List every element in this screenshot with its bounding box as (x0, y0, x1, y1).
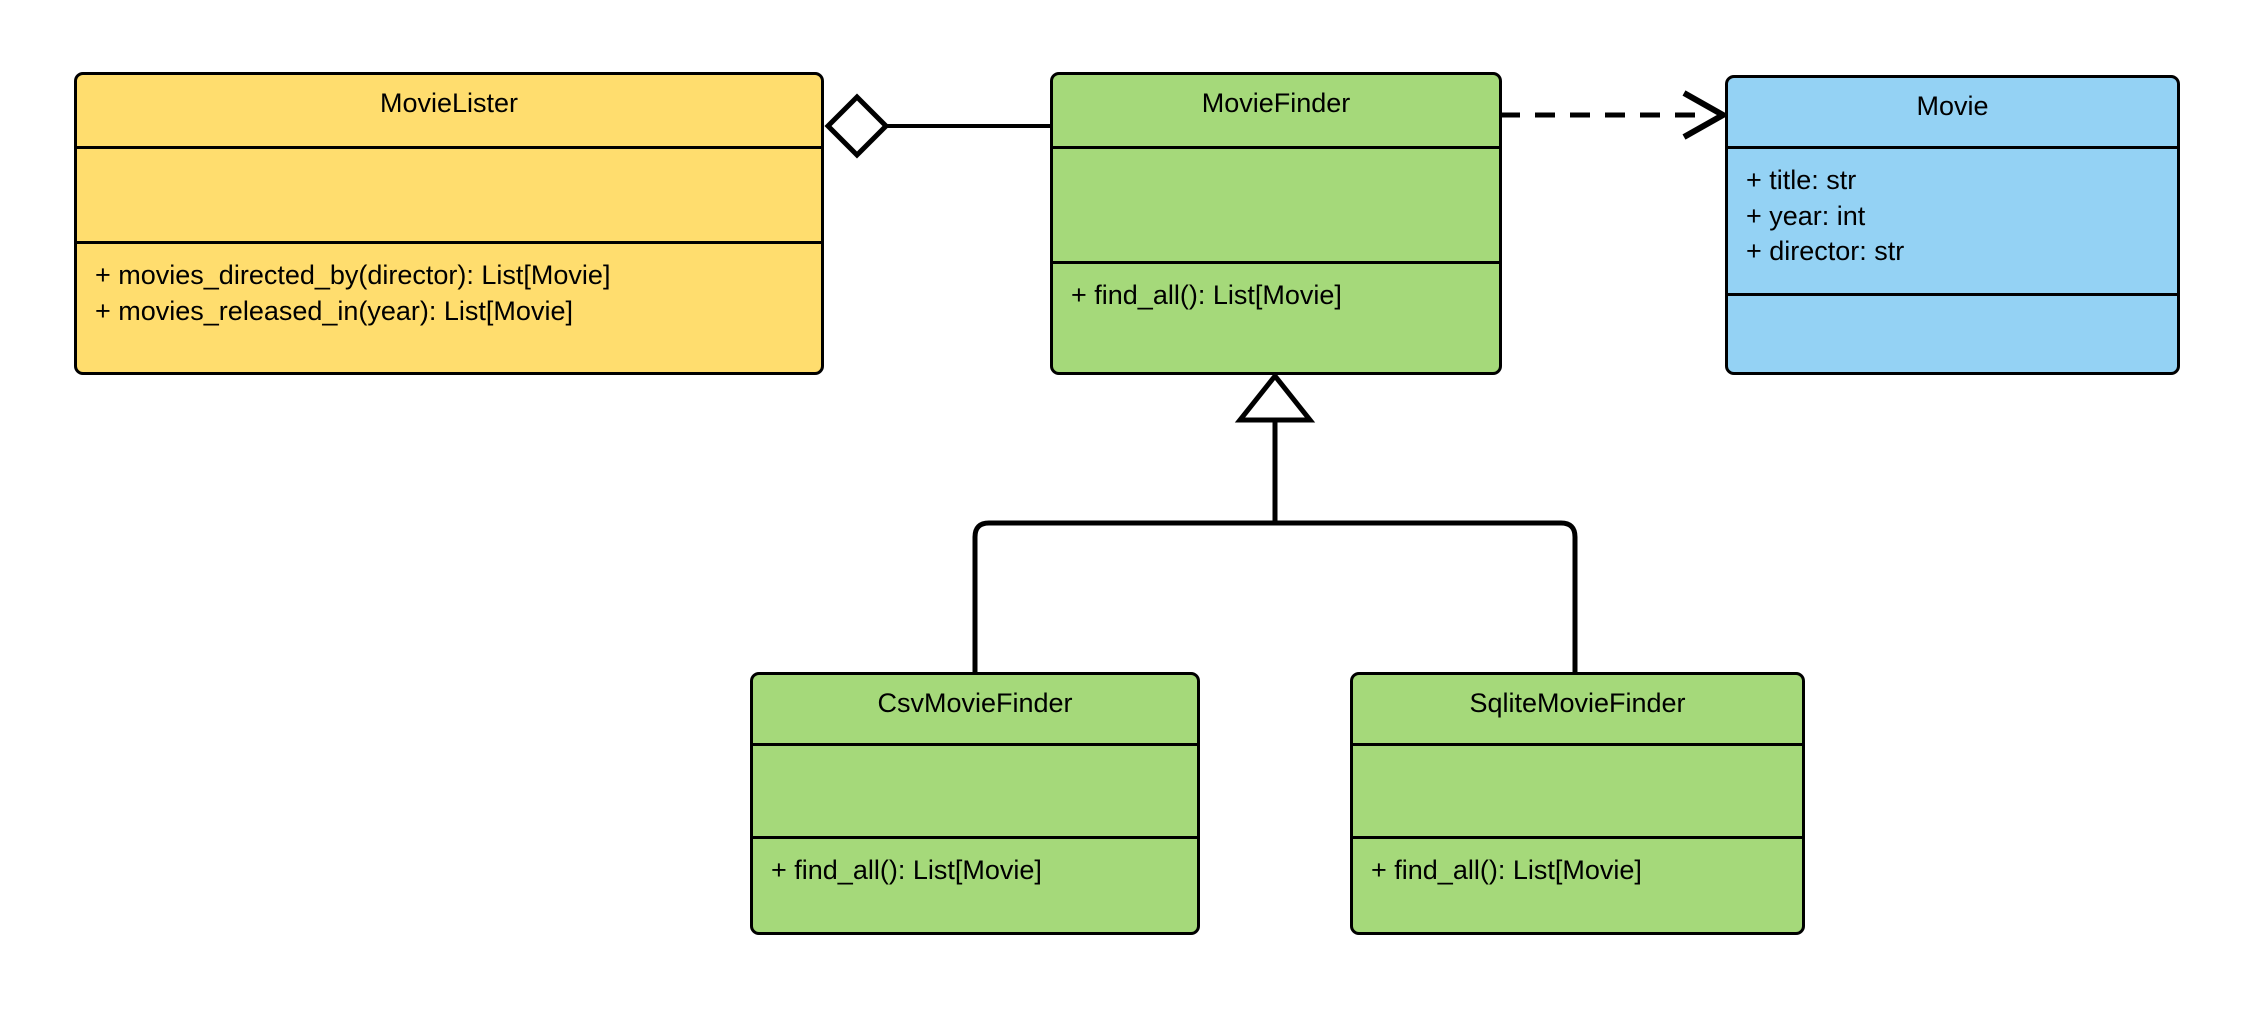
method-item: + find_all(): List[Movie] (1071, 280, 1342, 310)
class-title-csv-movie-finder: CsvMovieFinder (877, 688, 1073, 718)
generalization-connector (972, 371, 1578, 672)
methods-compartment-movie-finder: + find_all(): List[Movie] (1053, 261, 1499, 372)
method-list: + find_all(): List[Movie] (753, 839, 1197, 889)
attribute-item: + year: int (1746, 200, 1866, 231)
open-arrow-icon (1682, 90, 1730, 140)
attributes-compartment-movie-finder (1053, 146, 1499, 261)
aggregation-connector (824, 93, 1052, 159)
class-name-compartment: Movie (1728, 78, 2177, 146)
class-box-csv-movie-finder[interactable]: CsvMovieFinder + find_all(): List[Movie] (750, 672, 1200, 935)
attributes-compartment-movie-lister (77, 146, 821, 241)
hollow-triangle-icon (1234, 371, 1316, 423)
attributes-compartment-movie: + title: str + year: int + director: str (1728, 146, 2177, 293)
methods-compartment-movie-lister: + movies_directed_by(director): List[Mov… (77, 241, 821, 372)
class-title-movie-lister: MovieLister (379, 88, 519, 118)
methods-compartment-movie (1728, 293, 2177, 372)
generalization-branch-bar (972, 520, 1578, 672)
class-title-sqlite-movie-finder: SqliteMovieFinder (1469, 688, 1686, 718)
hollow-diamond-icon (824, 93, 890, 159)
method-item: + movies_directed_by(director): List[Mov… (95, 260, 611, 290)
methods-compartment-csv-movie-finder: + find_all(): List[Movie] (753, 836, 1197, 932)
attribute-item: + director: str (1746, 236, 1905, 267)
methods-compartment-sqlite-movie-finder: + find_all(): List[Movie] (1353, 836, 1802, 932)
method-item: + find_all(): List[Movie] (1371, 855, 1642, 885)
class-box-movie-finder[interactable]: MovieFinder + find_all(): List[Movie] (1050, 72, 1502, 375)
attributes-compartment-csv-movie-finder (753, 743, 1197, 836)
class-title-movie-finder: MovieFinder (1201, 88, 1351, 118)
class-box-sqlite-movie-finder[interactable]: SqliteMovieFinder + find_all(): List[Mov… (1350, 672, 1805, 935)
dependency-connector (1500, 90, 1730, 140)
method-list: + find_all(): List[Movie] (1053, 264, 1499, 314)
class-name-compartment: MovieLister (77, 75, 821, 146)
class-name-compartment: MovieFinder (1053, 75, 1499, 146)
class-box-movie-lister[interactable]: MovieLister + movies_directed_by(directo… (74, 72, 824, 375)
method-list: + find_all(): List[Movie] (1353, 839, 1802, 889)
attribute-item: + title: str (1746, 165, 1857, 195)
attributes-compartment-sqlite-movie-finder (1353, 743, 1802, 836)
class-title-movie: Movie (1916, 91, 1989, 121)
attribute-list: + title: str + year: int + director: str (1728, 149, 2177, 270)
class-name-compartment: CsvMovieFinder (753, 675, 1197, 743)
method-list: + movies_directed_by(director): List[Mov… (77, 244, 821, 329)
method-item: + movies_released_in(year): List[Movie] (95, 295, 573, 326)
class-box-movie[interactable]: Movie + title: str + year: int + directo… (1725, 75, 2180, 375)
class-name-compartment: SqliteMovieFinder (1353, 675, 1802, 743)
method-item: + find_all(): List[Movie] (771, 855, 1042, 885)
